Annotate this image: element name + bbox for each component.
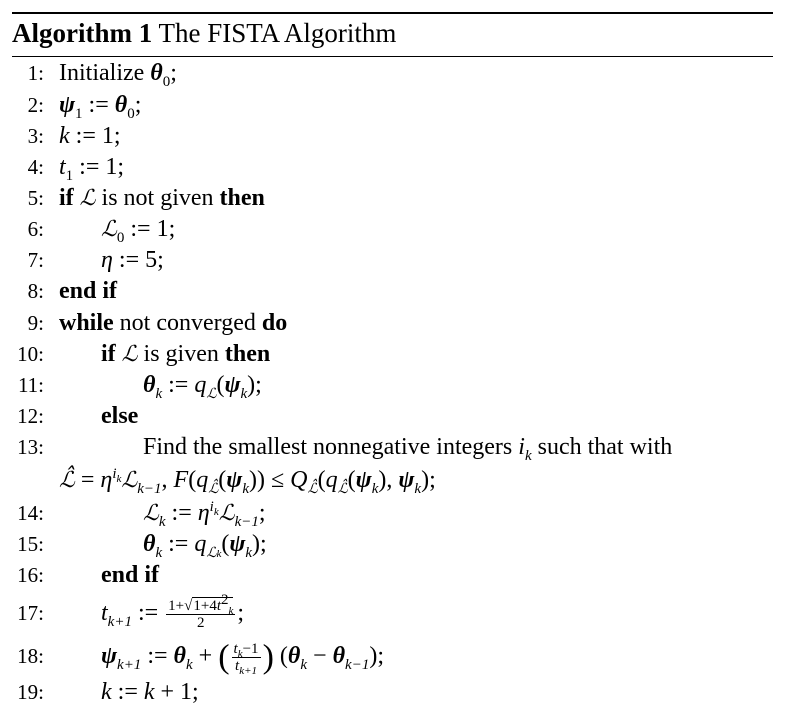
line-number: 18: [17, 644, 44, 668]
line-number: 11: [17, 373, 44, 397]
keyword-do: do [261, 310, 288, 336]
line-number: 10: [17, 342, 44, 366]
line-number: 4: [27, 155, 44, 179]
line-6: 6: ℒ0 := 1; [27, 216, 176, 246]
line-13: 13: Find the smallest nonnegative intege… [17, 434, 673, 464]
title-rule [12, 56, 773, 57]
line-number: 9: [27, 311, 44, 335]
line-number: 6: [27, 217, 44, 241]
line-number: 2: [27, 93, 44, 117]
line-text: Find the smallest nonnegative integers [143, 434, 513, 460]
line-5: 5: if ℒ is not given then [0, 183, 794, 214]
keyword-end-if: end if [101, 562, 160, 588]
line-8: 8: end if [0, 276, 794, 307]
algorithm-name: The FISTA Algorithm [158, 18, 397, 48]
line-16: 16: end if [0, 560, 794, 591]
line-text: Initialize [59, 60, 145, 86]
line-12: 12: else [0, 401, 794, 432]
line-number: 13: [17, 435, 44, 459]
keyword-else: else [101, 403, 139, 429]
line-number: 5: [27, 186, 44, 210]
line-13-continuation: ℒ̂ = ηikℒk−1, F(qℒ̂(ψk)) ≤ Qℒ̂(qℒ̂(ψk), … [59, 466, 436, 497]
algorithm-title: Algorithm 1 The FISTA Algorithm [12, 15, 396, 51]
line-number: 3: [27, 124, 44, 148]
keyword-then: then [224, 341, 271, 367]
line-3: 3: k := 1; [0, 121, 794, 152]
line-2: 2: ψ1 := θ0; [27, 92, 142, 122]
line-1: 1: Initialize θ0; [27, 60, 177, 90]
line-number: 16: [17, 563, 44, 587]
line-number: 8: [27, 279, 44, 303]
keyword-end-if: end if [59, 278, 118, 304]
line-text: not converged [119, 310, 256, 336]
line-4: 4: t1 := 1; [27, 154, 125, 184]
keyword-then: then [219, 185, 265, 211]
line-10: 10: if ℒ is given then [0, 339, 794, 370]
keyword-if: if [59, 185, 74, 211]
keyword-if: if [101, 341, 116, 367]
line-number: 14: [17, 501, 44, 525]
line-9: 9: while not converged do [0, 308, 794, 339]
line-text: is not given [101, 185, 214, 211]
keyword-while: while [59, 310, 114, 336]
line-number: 7: [27, 248, 44, 272]
line-15: 15: θk := qℒk(ψk); [17, 531, 267, 561]
line-number: 15: [17, 532, 44, 556]
line-number: 17: [17, 601, 44, 625]
line-7: 7: η := 5; [0, 245, 794, 276]
line-number: 1: [27, 61, 44, 85]
line-11: 11: θk := qℒ(ψk); [17, 372, 262, 402]
line-14: 14: ℒk := ηikℒk−1; [17, 499, 266, 530]
line-number: 12: [17, 404, 44, 428]
line-text: is given [143, 341, 219, 367]
algorithm-label: Algorithm 1 [12, 18, 153, 48]
line-number: 19: [17, 680, 44, 704]
line-text-continued: such that with [537, 434, 673, 460]
line-19: 19: k := k + 1; [0, 677, 794, 708]
top-rule [12, 12, 773, 14]
